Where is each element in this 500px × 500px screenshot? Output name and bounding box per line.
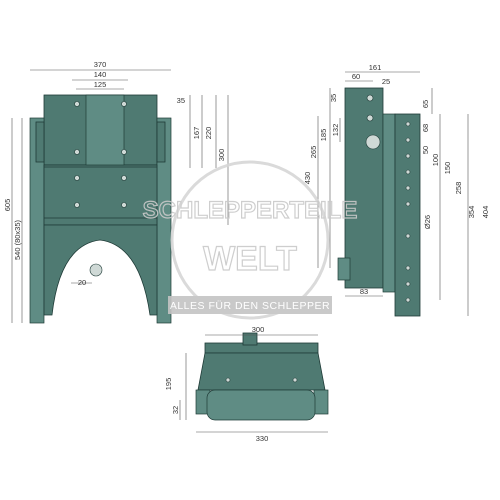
hole	[74, 202, 80, 208]
dim-540: 540 (80x35)	[13, 219, 22, 260]
dim-32: 32	[171, 406, 180, 414]
top-base-plate	[206, 389, 316, 421]
front-center-channel	[85, 94, 125, 166]
top-center-pin	[242, 332, 258, 346]
watermark-logo: SCHLEPPERTEILE WELT ALLES FÜR DEN SCHLEP…	[142, 160, 358, 320]
hole	[405, 137, 411, 143]
watermark-line2: WELT	[203, 240, 297, 278]
side-web	[382, 113, 396, 293]
hole	[121, 101, 127, 107]
dim-354: 354	[467, 206, 476, 219]
bearing-hole	[365, 134, 381, 150]
dim-65: 65	[421, 100, 430, 108]
hole	[225, 377, 231, 383]
dim-220: 220	[204, 127, 213, 140]
dim-68: 68	[421, 124, 430, 132]
hole	[292, 377, 298, 383]
dim-100: 100	[431, 154, 440, 167]
dim-161: 161	[369, 63, 382, 72]
watermark-band-text: ALLES FÜR DEN SCHLEPPER	[170, 300, 330, 312]
dim-370: 370	[94, 60, 107, 69]
hole	[405, 265, 411, 271]
watermark-band	[168, 296, 332, 314]
dim-35-side: 35	[329, 94, 338, 102]
hole	[405, 121, 411, 127]
dim-167: 167	[192, 127, 201, 140]
hole	[74, 149, 80, 155]
hole	[121, 175, 127, 181]
dim-185: 185	[319, 129, 328, 142]
hole	[405, 185, 411, 191]
dim-60: 60	[352, 72, 360, 81]
watermark-line1: SCHLEPPERTEILE	[143, 197, 358, 224]
hole	[405, 297, 411, 303]
dim-330: 330	[256, 434, 269, 443]
dim-150: 150	[443, 162, 452, 175]
hole	[74, 175, 80, 181]
dim-140: 140	[94, 70, 107, 79]
hole	[74, 101, 80, 107]
hole	[405, 153, 411, 159]
front-arch-plate	[43, 224, 158, 316]
top-view: 300 195 32 330	[164, 325, 329, 443]
dim-d26: Ø26	[423, 215, 432, 229]
front-view: 370 140 125 35 167 220 300 605 540 (80x3…	[3, 60, 229, 324]
dim-404: 404	[481, 206, 490, 219]
side-pin	[337, 257, 351, 281]
hole	[405, 281, 411, 287]
dim-605: 605	[3, 199, 12, 212]
dim-258: 258	[454, 182, 463, 195]
front-left-slot	[35, 121, 45, 163]
dim-265: 265	[309, 146, 318, 159]
hole	[366, 114, 374, 122]
dim-132: 132	[331, 124, 340, 137]
dim-25: 25	[382, 77, 390, 86]
front-mid-plate	[43, 164, 158, 226]
pin-hole	[89, 263, 103, 277]
hole	[121, 149, 127, 155]
top-right-rail	[313, 389, 329, 415]
top-upper-bar	[204, 342, 319, 354]
side-view: 161 60 25 35 65 68 50 100 150 258 354 40…	[303, 63, 490, 317]
dim-35: 35	[177, 96, 185, 105]
dim-430: 430	[303, 172, 312, 185]
hole	[121, 202, 127, 208]
hole	[405, 201, 411, 207]
dim-20: 20	[78, 278, 86, 287]
hole	[366, 94, 374, 102]
dim-50: 50	[421, 146, 430, 154]
dim-195: 195	[164, 378, 173, 391]
front-right-slot	[156, 121, 166, 163]
watermark-ring	[170, 160, 330, 320]
hole	[405, 169, 411, 175]
hole	[405, 233, 411, 239]
dim-125: 125	[94, 80, 107, 89]
top-body	[197, 352, 326, 391]
side-main-body	[344, 87, 384, 289]
dim-300-top: 300	[252, 325, 265, 334]
dim-300: 300	[217, 149, 226, 162]
dim-83: 83	[360, 287, 368, 296]
